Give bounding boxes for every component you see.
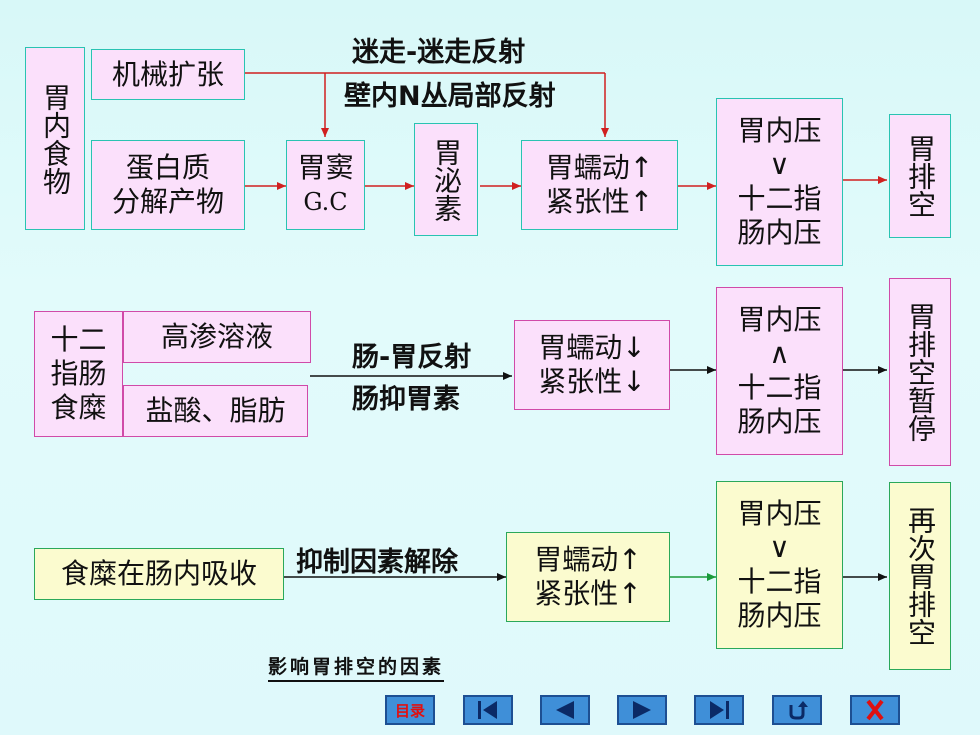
duodenum-chyme-box: 十二 指肠 食糜: [34, 311, 123, 437]
last-slide-button[interactable]: [694, 695, 744, 725]
row2-pressure-line-3: 十二指: [737, 371, 822, 404]
row3-pressure-line-3: 十二指: [737, 565, 822, 598]
next-icon: [633, 701, 651, 719]
row2-pressure-line-2: ∧: [769, 337, 790, 370]
next-slide-button[interactable]: [617, 695, 667, 725]
row1-motility-box: 胃蠕动↑ 紧张性↑: [521, 140, 678, 230]
row2-motility-line-1: 胃蠕动↓: [538, 331, 646, 364]
row1-pressure-line-2: ∨: [769, 148, 790, 181]
row1-pressure-line-3: 十二指: [737, 182, 822, 215]
row2-pressure-box: 胃内压 ∧ 十二指 肠内压: [716, 287, 843, 455]
row3-pressure-line-4: 肠内压: [737, 599, 822, 632]
protein-products-box: 蛋白质 分解产物: [91, 140, 245, 230]
menu-button-label: 目录: [394, 701, 425, 720]
row1-motility-line-1: 胃蠕动↑: [545, 151, 654, 184]
antrum-gc-box: 胃窦 G.C: [286, 140, 365, 230]
row3-pressure-line-2: ∨: [769, 531, 790, 564]
gastric-emptying-text: 胃排空: [904, 134, 937, 218]
gastrin-text: 胃泌素: [430, 137, 463, 222]
row2-motility-line-2: 紧张性↓: [538, 365, 646, 398]
gastric-emptying-box: 胃排空: [889, 114, 951, 238]
first-slide-icon: [478, 701, 497, 719]
row3-motility-line-2: 紧张性↑: [534, 577, 642, 610]
protein-line-1: 蛋白质: [125, 151, 210, 184]
row3-motility-box: 胃蠕动↑ 紧张性↑: [506, 532, 670, 622]
re-emptying-box: 再次胃排空: [889, 482, 951, 670]
hyperosmotic-text: 高渗溶液: [160, 320, 273, 353]
chyme-absorbed-box: 食糜在肠内吸收: [34, 548, 284, 600]
mech-expand-text: 机械扩张: [111, 57, 224, 91]
protein-line-2: 分解产物: [111, 185, 224, 218]
row2-pressure-line-1: 胃内压: [737, 303, 822, 336]
row1-pressure-box: 胃内压 ∨ 十二指 肠内压: [716, 98, 843, 266]
row3-motility-line-1: 胃蠕动↑: [534, 543, 642, 576]
re-emptying-text: 再次胃排空: [904, 506, 937, 646]
return-button[interactable]: [772, 695, 822, 725]
menu-button[interactable]: 目录: [385, 695, 435, 725]
hyperosmotic-box: 高渗溶液: [123, 311, 311, 363]
mech-expand-box: 机械扩张: [91, 49, 245, 100]
row1-pressure-line-1: 胃内压: [737, 114, 822, 147]
duodenum-line-1: 十二: [50, 323, 107, 356]
row2-reflex-label-2: 肠抑胃素: [352, 384, 460, 415]
exit-icon: [866, 699, 884, 721]
emptying-pause-text: 胃排空暂停: [904, 302, 937, 442]
chyme-absorbed-text: 食糜在肠内吸收: [60, 557, 257, 590]
duodenum-line-3: 食糜: [50, 391, 107, 424]
previous-icon: [556, 701, 574, 719]
row1-pressure-line-4: 肠内压: [737, 216, 822, 249]
acid-fat-text: 盐酸、脂肪: [145, 394, 286, 427]
stomach-food-text: 胃内食物: [39, 82, 72, 195]
slide-caption: 影响胃排空的因素: [268, 652, 445, 682]
antrum-line-2: G.C: [303, 188, 348, 216]
row1-motility-line-2: 紧张性↑: [545, 185, 654, 218]
return-icon: [789, 701, 808, 720]
row2-reflex-label-1: 肠-胃反射: [352, 342, 472, 373]
exit-button[interactable]: [850, 695, 900, 725]
stomach-food-box: 胃内食物: [25, 47, 85, 230]
emptying-pause-box: 胃排空暂停: [889, 278, 951, 466]
acid-fat-box: 盐酸、脂肪: [123, 385, 308, 437]
antrum-line-1: 胃窦: [297, 151, 354, 184]
row3-pressure-box: 胃内压 ∨ 十二指 肠内压: [716, 481, 843, 649]
row1-reflex-label-1: 迷走-迷走反射: [352, 37, 526, 68]
first-slide-button[interactable]: [463, 695, 513, 725]
duodenum-line-2: 指肠: [50, 357, 107, 390]
row3-release-label: 抑制因素解除: [296, 547, 458, 578]
last-slide-icon: [710, 701, 729, 719]
previous-slide-button[interactable]: [540, 695, 590, 725]
row2-motility-box: 胃蠕动↓ 紧张性↓: [514, 320, 670, 410]
row2-pressure-line-4: 肠内压: [737, 405, 822, 438]
row3-pressure-line-1: 胃内压: [737, 497, 822, 530]
row1-reflex-label-2: 壁内N丛局部反射: [344, 81, 556, 112]
gastrin-box: 胃泌素: [414, 123, 478, 236]
